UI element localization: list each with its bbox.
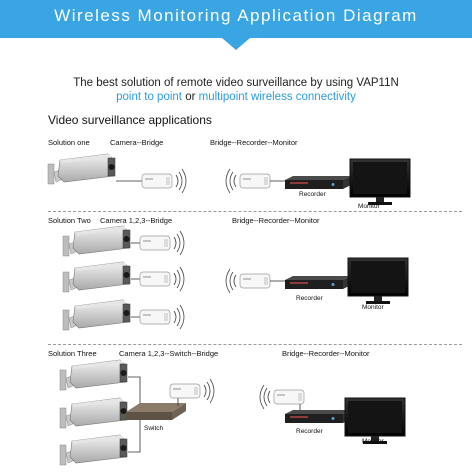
page-title: Wireless Monitoring Application Diagram — [54, 6, 418, 25]
monitor-label: Monitor — [362, 304, 384, 311]
bridge-icon — [273, 389, 305, 405]
solution-three-right-label: Bridge--Recorder--Monitor — [282, 349, 370, 358]
header-banner — [0, 0, 472, 50]
monitor-label: Monitor — [358, 203, 380, 210]
recorder-label: Recorder — [296, 428, 323, 435]
wireless-signal-icon — [173, 266, 185, 292]
intro-line-2: point to point or multipoint wireless co… — [0, 91, 472, 103]
solution-one-right-label: Bridge--Recorder--Monitor — [210, 138, 298, 147]
recorder-label: Recorder — [296, 295, 323, 302]
solution-two-left-label: Camera 1,2,3--Bridge — [100, 216, 173, 225]
monitor-icon — [347, 257, 409, 305]
bridge-icon — [139, 271, 171, 287]
recorder-label: Recorder — [299, 191, 326, 198]
camera-icon — [62, 261, 131, 293]
wireless-signal-icon — [173, 230, 185, 256]
camera-icon — [62, 299, 131, 331]
wireless-signal-icon — [173, 304, 185, 330]
wireless-signal-icon — [203, 378, 215, 404]
bridge-icon — [139, 309, 171, 325]
monitor-icon — [349, 158, 411, 206]
switch-label: Switch — [144, 425, 164, 432]
recorder-icon — [285, 410, 351, 423]
solution-two-name: Solution Two — [48, 216, 91, 225]
recorder-icon — [285, 176, 351, 189]
intro-line-1: The best solution of remote video survei… — [73, 77, 399, 89]
solution-one-left-label: Camera--Bridge — [110, 138, 164, 147]
bridge-icon — [141, 173, 173, 189]
divider-1 — [48, 211, 462, 212]
camera-icon — [62, 225, 131, 257]
camera-icon — [59, 397, 128, 429]
wireless-signal-icon — [225, 168, 237, 194]
camera-icon — [47, 153, 116, 185]
intro-connector: or — [182, 91, 199, 103]
camera-icon — [59, 359, 128, 391]
solution-one-name: Solution one — [48, 138, 90, 147]
wireless-signal-icon — [175, 168, 187, 194]
solution-three-left-label: Camera 1,2,3--Switch--Bridge — [119, 349, 219, 358]
bridge-icon — [239, 273, 271, 289]
bridge-icon — [169, 383, 201, 399]
wireless-signal-icon — [225, 268, 237, 294]
solution-three-name: Solution Three — [48, 349, 97, 358]
section-title: Video surveillance applications — [48, 113, 212, 127]
intro-highlight-multipoint: multipoint wireless connectivity — [198, 91, 356, 103]
intro-highlight-point-to-point: point to point — [116, 91, 182, 103]
bridge-icon — [239, 173, 271, 189]
divider-2 — [48, 344, 462, 345]
bridge-icon — [139, 235, 171, 251]
switch-icon — [126, 403, 186, 420]
solution-two-right-label: Bridge--Recorder--Monitor — [232, 216, 320, 225]
camera-icon — [59, 434, 128, 466]
recorder-icon — [285, 276, 351, 289]
monitor-label: Monitor — [362, 438, 384, 445]
wireless-signal-icon — [259, 384, 271, 410]
